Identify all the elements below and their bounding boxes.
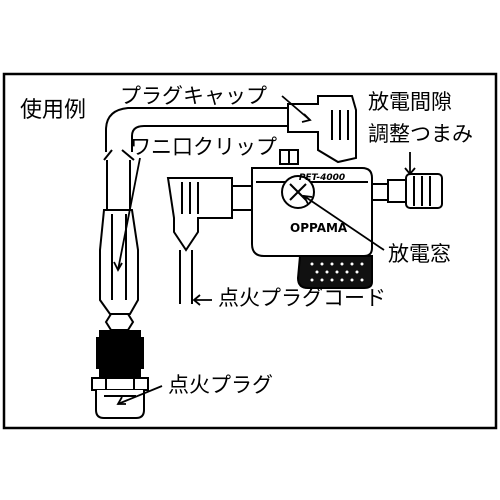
label-alligator-clip: ワニ口クリップ [130, 135, 277, 159]
spark-plug-drawing [91, 313, 149, 419]
ignition-cord-drawing [166, 177, 233, 304]
label-gap-knob-line1: 放電間隙 [368, 90, 452, 114]
label-gap-knob-line2: 調整つまみ [368, 122, 473, 146]
label-spark-plug: 点火プラグ [168, 373, 273, 397]
diagram-border [2, 72, 498, 430]
device-brand-text: OPPAMA [290, 221, 348, 235]
label-ignition-cord: 点火プラグコード [218, 286, 386, 310]
plug-cap-drawing [279, 95, 357, 165]
label-plug-cap: プラグキャップ [120, 84, 267, 108]
diagram-title: 使用例 [20, 98, 87, 123]
gap-knob-drawing [371, 173, 443, 209]
alligator-clip-drawing [99, 149, 139, 315]
tester-body-drawing [231, 167, 373, 289]
leader-lines [113, 95, 416, 405]
device-model-text: PET-4000 [299, 173, 345, 183]
high-tension-lead [105, 107, 290, 152]
label-discharge-window: 放電窓 [388, 242, 451, 266]
